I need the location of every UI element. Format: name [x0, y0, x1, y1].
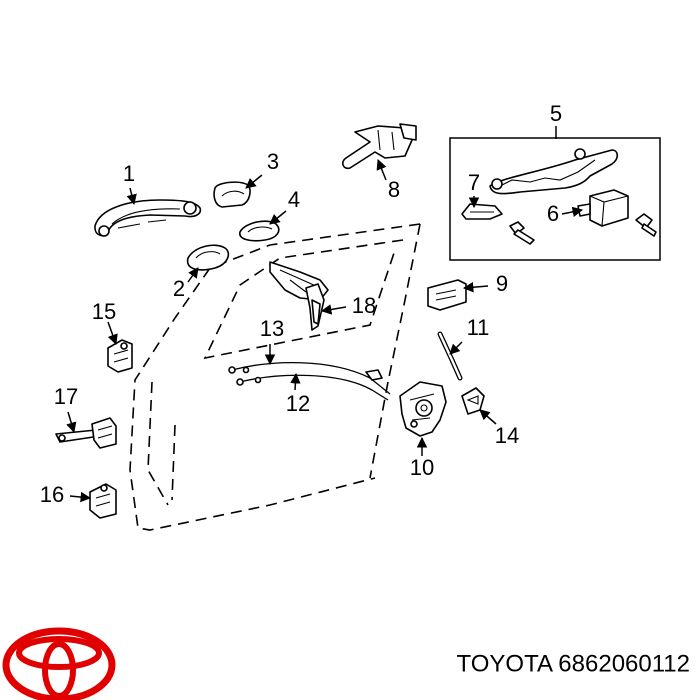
handle-pad-part-4: [239, 220, 280, 242]
striker-part-14: [461, 387, 485, 415]
callout-10: 10: [410, 455, 434, 480]
callout-14: 14: [495, 423, 519, 448]
bracket-part-7: [461, 203, 503, 220]
callout-3: 3: [267, 149, 279, 174]
bolt-right: [635, 213, 657, 237]
callout-13: 13: [260, 316, 284, 341]
callout-17: 17: [54, 384, 78, 409]
door-check-part-17: [55, 417, 117, 449]
callout-8: 8: [388, 177, 400, 202]
handle-bezel-part-9: [427, 279, 467, 311]
callout-1: 1: [123, 161, 135, 186]
door-outline: [129, 223, 421, 531]
bolt-left: [509, 221, 535, 245]
outside-handle-part-1: [94, 199, 202, 237]
leader-lines: [66, 126, 584, 503]
lock-cylinder-part-6: [577, 189, 629, 227]
callout-16: 16: [40, 482, 64, 507]
door-latch-part-10: [399, 381, 447, 437]
hinge-part-15: [107, 339, 133, 373]
callout-labels: 1 2 3 4 5 6 7 8 9 10 11 12 13 14 15 16 1…: [40, 101, 562, 507]
callout-6: 6: [547, 201, 559, 226]
handle-cap-part-3: [213, 181, 251, 208]
callout-18: 18: [352, 293, 376, 318]
lock-assembly-part-18: [269, 261, 329, 331]
callout-4: 4: [288, 187, 300, 212]
callout-5: 5: [550, 101, 562, 126]
brand-caption: TOYOTA 6862060112: [457, 650, 691, 677]
hinge-part-16: [89, 483, 117, 519]
callout-12: 12: [286, 391, 310, 416]
callout-11: 11: [467, 315, 490, 340]
toyota-logo: [2, 627, 116, 700]
inset-box: [449, 137, 661, 261]
callout-15: 15: [92, 299, 116, 324]
callout-7: 7: [468, 170, 480, 195]
inside-handle-part-8: [341, 123, 417, 170]
callout-9: 9: [496, 271, 508, 296]
lock-rod-part-11: [437, 331, 463, 381]
cables-part-12-13: [228, 361, 391, 401]
callout-2: 2: [173, 276, 185, 301]
handle-bezel-part-2: [186, 244, 230, 271]
handle-frame-part-5: [489, 148, 619, 195]
